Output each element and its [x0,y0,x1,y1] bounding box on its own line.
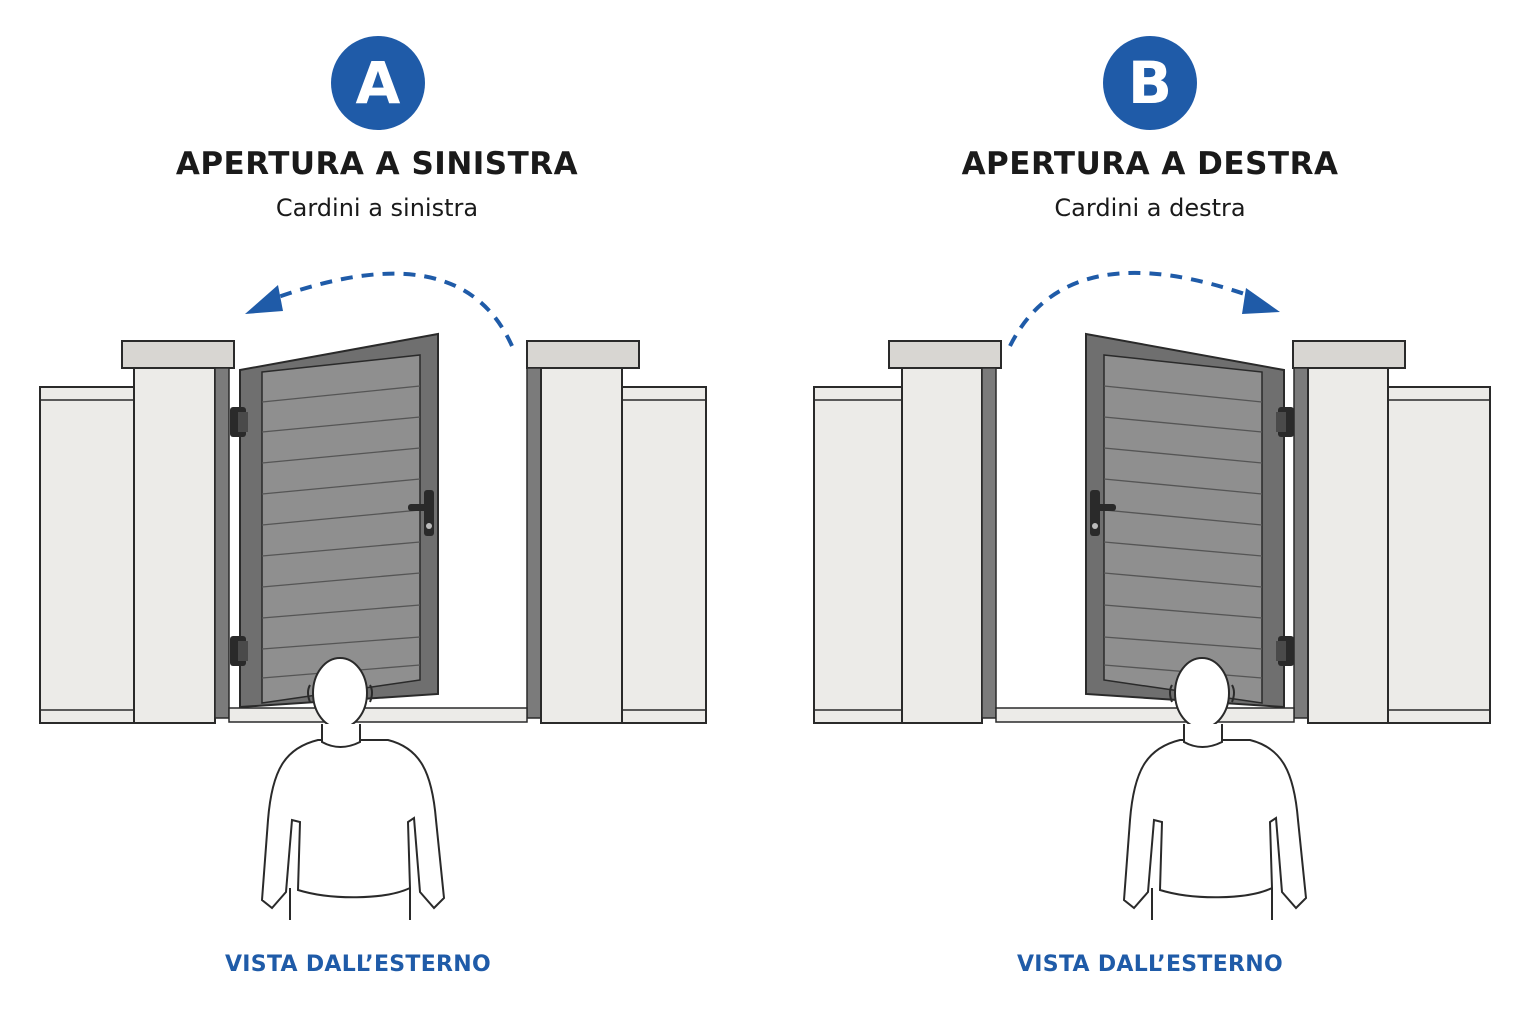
pillar-right-cap [1292,340,1406,369]
pillar-left [901,367,983,724]
wall-left [813,386,903,724]
person-from-behind-icon [1122,657,1308,920]
panel-b-subtitle: Cardini a destra [1054,194,1246,222]
gate-leaf-a [239,332,439,709]
badge-a: A [331,36,425,130]
curved-arrow-icon [245,271,514,347]
pillar-right-cap [526,340,640,369]
gate-leaf-b [1085,332,1285,709]
threshold [228,707,528,723]
wall-right [621,386,707,724]
threshold [995,707,1295,723]
panel-b-title: APERTURA A DESTRA [961,146,1339,182]
pillar-right [1307,367,1389,724]
wall-left [39,386,136,724]
panel-a-caption: VISTA DALL’ESTERNO [224,952,492,977]
pillar-left [133,367,216,724]
panel-right-opening: B APERTURA A DESTRA Cardini a destra [768,0,1536,1024]
badge-b: B [1103,36,1197,130]
person-from-behind-icon [260,657,446,920]
panel-a-title: APERTURA A SINISTRA [175,146,579,182]
gate-scene-a [39,271,707,920]
panel-left-opening: A APERTURA A SINISTRA Cardini a sinistra [39,36,707,977]
panel-b-caption: VISTA DALL’ESTERNO [1016,952,1284,977]
panel-a-subtitle: Cardini a sinistra [275,194,479,222]
hinge-icon [1276,407,1294,666]
door-handle-icon [408,490,434,536]
curved-arrow-icon [1008,270,1280,347]
pillar-right [540,367,623,724]
wall-right [1387,386,1491,724]
pillar-left-cap [888,340,1002,369]
gate-scene-b [813,270,1491,920]
hinge-icon [230,407,248,666]
pillar-left-cap [121,340,235,369]
door-handle-icon [1090,490,1116,536]
